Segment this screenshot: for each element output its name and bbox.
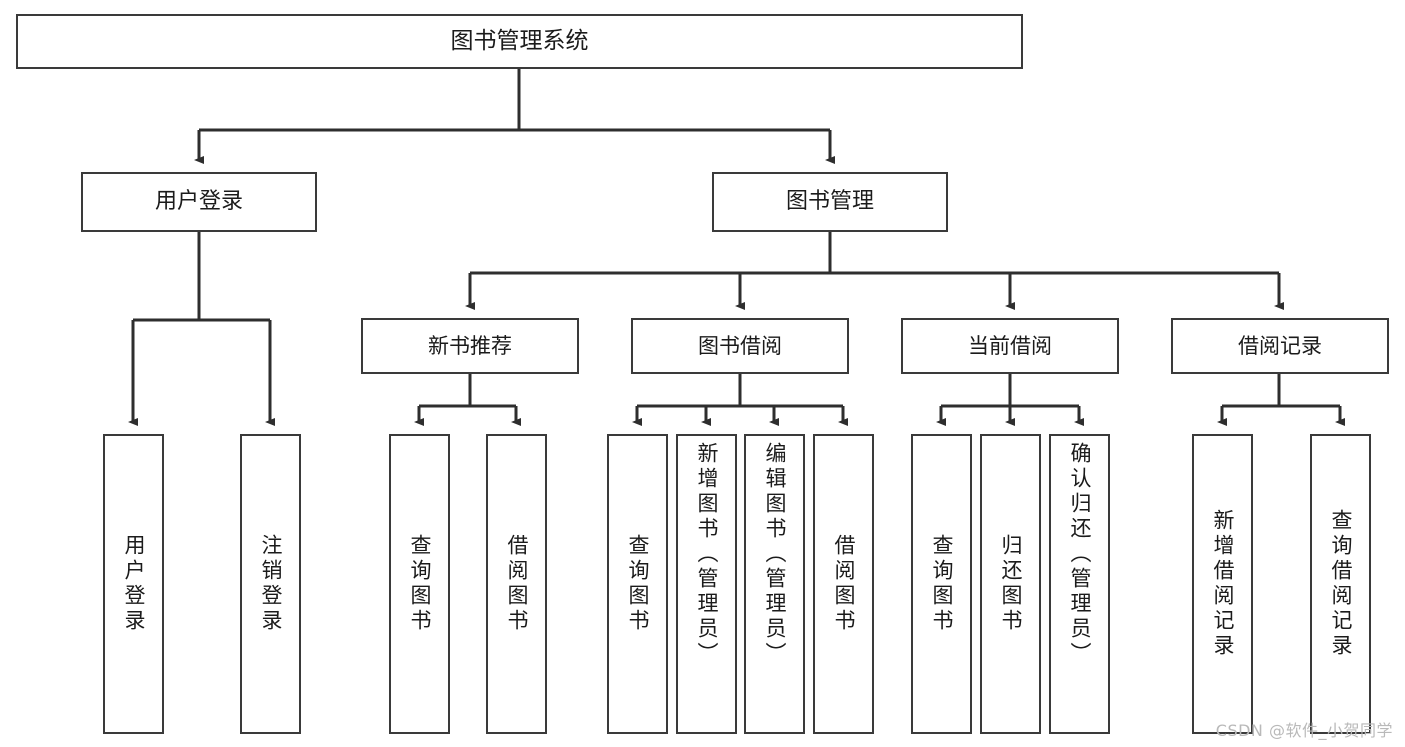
node-label: 查询图书 <box>626 534 650 634</box>
node-root-book-management-system[interactable]: 图书管理系统 <box>16 14 1023 69</box>
node-label: 图书借阅 <box>698 333 782 358</box>
leaf-node-confirm-return-admin[interactable]: 确认归还（管理员） <box>1049 434 1110 734</box>
node-user-login[interactable]: 用户登录 <box>81 172 317 232</box>
node-label: 查询借阅记录 <box>1329 509 1353 659</box>
node-book-management[interactable]: 图书管理 <box>712 172 948 232</box>
node-label: 注销登录 <box>259 534 283 634</box>
node-label: 归还图书 <box>999 534 1023 634</box>
node-book-borrow[interactable]: 图书借阅 <box>631 318 849 374</box>
node-label: 图书管理 <box>785 189 874 215</box>
node-label: 当前借阅 <box>968 333 1052 358</box>
node-borrow-record[interactable]: 借阅记录 <box>1171 318 1389 374</box>
node-label: 新增借阅记录 <box>1211 509 1235 659</box>
node-label: 用户登录 <box>122 534 146 634</box>
leaf-node-user-login[interactable]: 用户登录 <box>103 434 164 734</box>
leaf-node-query-borrow-record[interactable]: 查询借阅记录 <box>1310 434 1371 734</box>
node-label: 借阅图书 <box>832 534 856 634</box>
leaf-node-return-book[interactable]: 归还图书 <box>980 434 1041 734</box>
node-label: 编辑图书（管理员） <box>763 442 787 667</box>
leaf-node-query-book-recommend[interactable]: 查询图书 <box>389 434 450 734</box>
node-label: 借阅记录 <box>1238 333 1322 358</box>
leaf-node-borrow-book[interactable]: 借阅图书 <box>813 434 874 734</box>
leaf-node-logout-login[interactable]: 注销登录 <box>240 434 301 734</box>
node-label: 新增图书（管理员） <box>695 442 719 667</box>
leaf-node-query-book-current[interactable]: 查询图书 <box>911 434 972 734</box>
node-new-book-recommend[interactable]: 新书推荐 <box>361 318 579 374</box>
leaf-node-add-book-admin[interactable]: 新增图书（管理员） <box>676 434 737 734</box>
node-label: 用户登录 <box>154 189 243 215</box>
node-label: 确认归还（管理员） <box>1068 442 1092 667</box>
node-label: 新书推荐 <box>428 333 512 358</box>
node-label: 查询图书 <box>408 534 432 634</box>
node-label: 借阅图书 <box>505 534 529 634</box>
node-label: 查询图书 <box>930 534 954 634</box>
leaf-node-edit-book-admin[interactable]: 编辑图书（管理员） <box>744 434 805 734</box>
leaf-node-query-book-borrow[interactable]: 查询图书 <box>607 434 668 734</box>
node-current-borrow[interactable]: 当前借阅 <box>901 318 1119 374</box>
node-label: 图书管理系统 <box>450 28 589 55</box>
leaf-node-borrow-book-recommend[interactable]: 借阅图书 <box>486 434 547 734</box>
leaf-node-add-borrow-record[interactable]: 新增借阅记录 <box>1192 434 1253 734</box>
